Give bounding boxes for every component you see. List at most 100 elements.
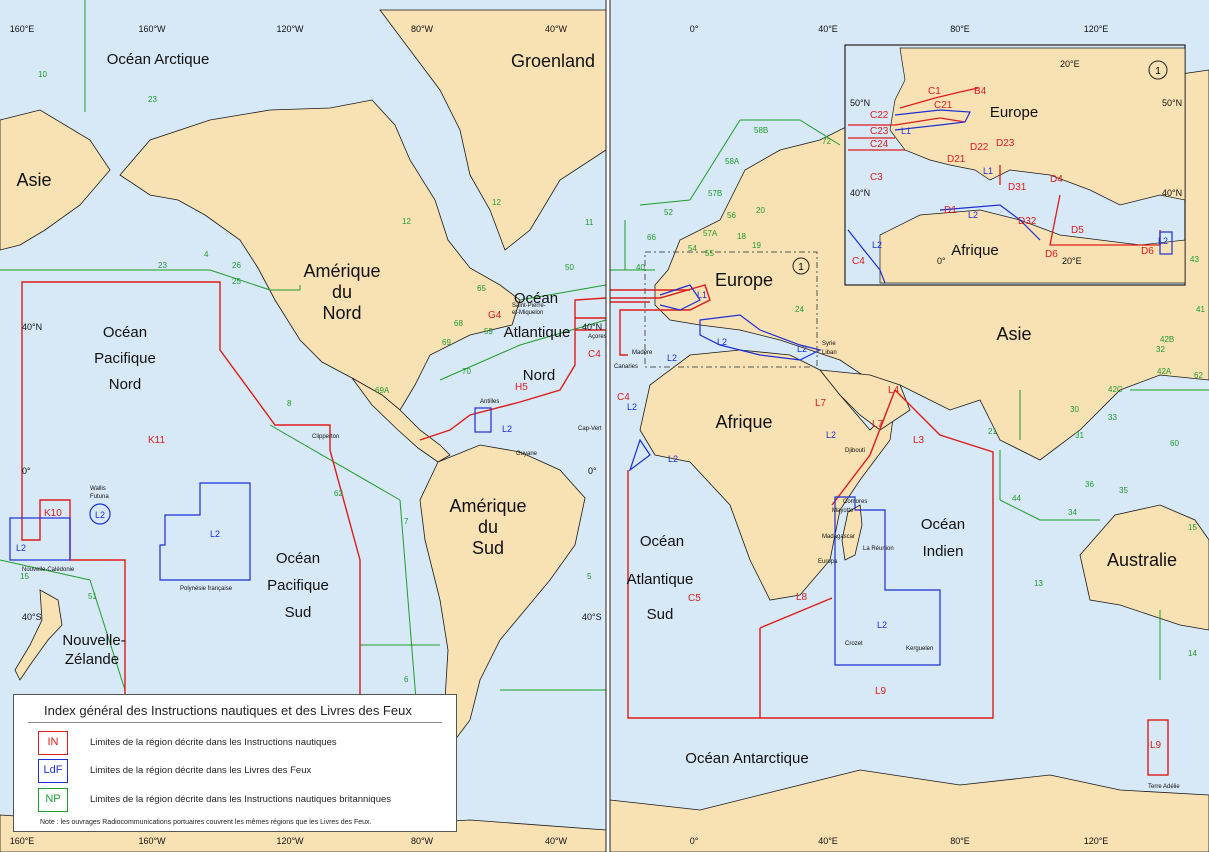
antarctica-right-land [609,769,1209,852]
coord-top-7: 80°E [950,24,970,34]
place-madagascar: Madagascar [822,534,855,540]
gz-31: 31 [1075,431,1084,440]
coord-lat-l-1: 0° [22,466,31,476]
ocean-labels: Océan Arctique Océan Pacifique Nord Océa… [94,51,965,767]
label-nz1: Nouvelle- [62,632,125,649]
gz-59: 59 [484,327,493,336]
coord-lat-r-0: 40°N [582,322,602,332]
place-wallis: Wallis [90,486,106,492]
inset-l1a: L1 [901,126,911,136]
legend-row-np: NP Limites de la région décrite dans les… [28,788,448,816]
ldf-boundaries-right [628,284,941,666]
gz-66: 66 [647,233,656,242]
label-pn-3: Nord [109,376,142,393]
madagascar-land [841,504,863,561]
inset-l2c: L2 [1158,236,1168,246]
gz-11: 11 [585,218,594,227]
label-ocean-arctique: Océan Arctique [107,51,210,68]
label-as-1: Océan [640,533,684,550]
inset-d6b: D6 [1141,246,1154,257]
coord-bot-5: 0° [690,836,699,846]
zone-l7-b: L7 [872,419,884,430]
zone-l9: L9 [875,686,887,697]
label-afrique: Afrique [715,412,772,432]
legend-row-ldf: LdF Limites de la région décrite dans le… [28,759,448,787]
place-spm1: Saint-Pierre- [512,303,546,309]
label-an-2: Atlantique [504,324,571,341]
gz-68: 68 [454,319,463,328]
place-antilles: Antilles [480,399,499,405]
gz-36: 36 [1085,480,1094,489]
place-canaries: Canaries [614,364,638,370]
gz-5: 5 [587,572,592,581]
coord-top-2: 120°W [276,24,304,34]
gz-6: 6 [404,675,409,684]
label-as3: Sud [472,538,504,558]
place-syrie: Syrie [822,341,836,347]
inset-c23: C23 [870,126,889,137]
inset-frame-dashed [644,251,818,368]
gz-62: 62 [334,489,343,498]
legend-swatch-in: IN [38,731,68,755]
ldf-boundaries-left [9,407,492,581]
zone-l3: L3 [913,435,925,446]
zone-c5: C5 [688,593,701,604]
label-as-3: Sud [647,606,674,623]
inset-marker-circle [1148,60,1168,80]
zone-l2-gulf: L2 [668,454,678,464]
legend-text-np: Limites de la région décrite dans les In… [90,794,392,805]
label-an-1: Océan [514,290,558,307]
inset-label-europe: Europe [990,104,1038,121]
inset-coord-0: 20°E [1060,59,1080,69]
place-comores: Comores [843,499,867,505]
label-nz2: Zélande [65,651,119,668]
coord-top-3: 80°W [411,24,434,34]
gz-32: 32 [1156,345,1165,354]
inset-coord-2: 50°N [1162,98,1182,108]
gz-69: 69 [442,338,451,347]
zone-c4-b: C4 [617,392,630,403]
gz-44: 44 [1012,494,1021,503]
gz-58a: 58A [725,157,740,166]
gz-55: 55 [705,249,714,258]
continent-labels: Groenland Asie Amérique du Nord Amérique… [16,51,1177,668]
label-an1: Amérique [303,261,380,281]
legend-text-ldf: Limites de la région décrite dans les Li… [90,765,312,776]
gz-70: 70 [462,367,471,376]
zone-h5: H5 [515,382,528,393]
asia-left-land [0,109,111,251]
inset-d31: D31 [1008,182,1027,193]
coord-bot-7: 80°E [950,836,970,846]
coord-top-4: 40°W [545,24,568,34]
gz-13: 13 [1034,579,1043,588]
label-an2: du [332,282,352,302]
gz-15b: 15 [1188,523,1197,532]
inset-c24: C24 [870,139,889,150]
gz-19: 19 [752,241,761,250]
gz-54: 54 [688,244,697,253]
gz-10: 10 [38,70,47,79]
coord-bot-3: 80°W [411,836,434,846]
place-spm2: et-Miquelon [512,310,543,316]
inset-label-afrique: Afrique [951,242,999,259]
zone-l9-b: L9 [1150,740,1162,751]
inset-d1: D1 [944,205,957,216]
blue-zone-labels: L2 L2 L2 L2 L1 L2 L2 L2 L2 L2 L2 L2 [16,290,887,630]
zone-l2-nc: L2 [16,543,26,553]
label-oi-2: Indien [923,543,964,560]
zone-g4: G4 [488,310,502,321]
zone-k10: K10 [44,508,62,519]
place-futuna: Futuna [90,494,109,500]
coord-bot-2: 120°W [276,836,304,846]
inset-coord-1: 50°N [850,98,870,108]
gz-30: 30 [1070,405,1079,414]
coord-bot-6: 40°E [818,836,838,846]
place-cap-vert: Cap-Vert [578,426,602,432]
inset-c1: C1 [928,86,941,97]
gz-23b: 23 [158,261,167,270]
gz-65: 65 [477,284,486,293]
legend-swatch-ldf: LdF [38,759,68,783]
gz-23a: 23 [148,95,157,104]
coord-top-1: 160°W [138,24,166,34]
gz-4: 4 [204,250,209,259]
